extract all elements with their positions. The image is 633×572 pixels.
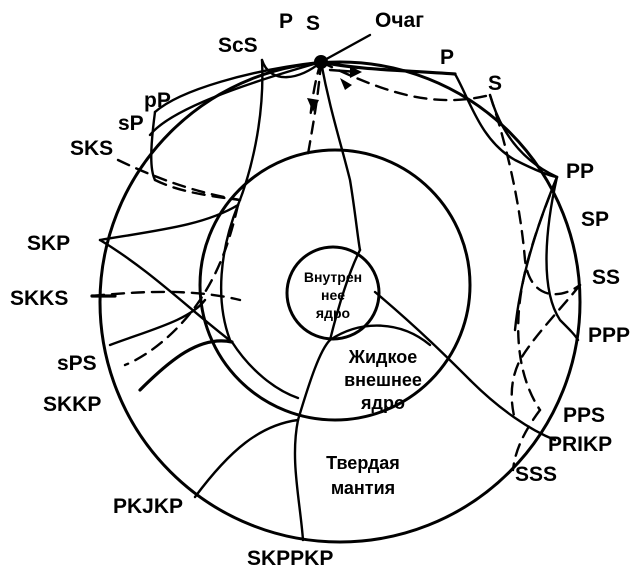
ray-SSS bbox=[511, 408, 542, 472]
ray-SP bbox=[488, 93, 559, 179]
label-SKKS: SKKS bbox=[10, 287, 68, 310]
ray-PPP bbox=[545, 175, 580, 342]
ray-P-direct bbox=[319, 60, 457, 76]
label-ScS: ScS bbox=[218, 34, 258, 57]
ray-SKP-upper bbox=[98, 203, 240, 242]
ray-SS-arc bbox=[488, 93, 582, 296]
ray-SKKS-down bbox=[123, 203, 240, 367]
ray-SKP-core bbox=[219, 203, 240, 342]
ray-SKS-surface bbox=[116, 158, 242, 202]
label-P-right: P bbox=[440, 46, 454, 69]
ray-PKJKP bbox=[193, 418, 300, 499]
ray-SP-branch bbox=[513, 175, 559, 332]
label-source: Очаг bbox=[375, 9, 424, 32]
outer-core-label-3: ядро bbox=[360, 393, 405, 413]
ray-pP bbox=[148, 60, 323, 137]
label-sPS: sPS bbox=[57, 352, 97, 375]
label-SP: SP bbox=[581, 208, 609, 231]
label-SKKP: SKKP bbox=[43, 393, 101, 416]
ray-SKS-mantle bbox=[236, 58, 264, 207]
label-PP: PP bbox=[566, 160, 594, 183]
label-SS: SS bbox=[592, 266, 620, 289]
label-PPS: PPS bbox=[563, 404, 605, 427]
ray-central-S bbox=[305, 60, 323, 162]
core-mantle-boundary bbox=[198, 148, 472, 422]
inner-core-label-1: Внутрен bbox=[304, 269, 362, 285]
ray-SKS-leg bbox=[153, 178, 242, 202]
ray-SKKP bbox=[138, 339, 234, 392]
ray-inner-to-mantle bbox=[373, 290, 472, 382]
ray-PP-arc bbox=[453, 72, 559, 179]
label-SKP: SKP bbox=[27, 232, 70, 255]
label-PRIKP: PRIKP bbox=[548, 433, 612, 456]
ray-PKJKP-mantle bbox=[296, 338, 332, 422]
ray-source-arrow-a bbox=[308, 60, 323, 122]
ray-SKKS bbox=[90, 290, 242, 302]
arrowhead-3 bbox=[307, 98, 319, 112]
label-PKJKP: PKJKP bbox=[113, 495, 183, 518]
ray-sP-reflection bbox=[153, 60, 323, 114]
outer-core-label-2: внешнее bbox=[344, 370, 422, 390]
label-SSS: SSS bbox=[515, 463, 557, 486]
ray-sP-downgoing bbox=[150, 110, 157, 182]
mantle-label-2: мантия bbox=[331, 478, 395, 498]
ray-outer-core-deep bbox=[328, 324, 432, 347]
outer-core-label-1: Жидкое bbox=[348, 347, 418, 367]
label-sP: sP bbox=[118, 112, 144, 135]
label-SKS: SKS bbox=[70, 137, 113, 160]
ray-SKKP-core bbox=[230, 340, 300, 400]
label-pP: pP bbox=[144, 89, 171, 112]
inner-core-label-3: ядро bbox=[316, 305, 350, 321]
ray-ScS bbox=[260, 58, 323, 79]
label-PPP: PPP bbox=[588, 324, 630, 347]
source-leader-line bbox=[319, 33, 372, 64]
ray-PKIKP-right bbox=[468, 378, 557, 442]
arrowhead-2 bbox=[340, 78, 352, 90]
label-P-top: P bbox=[279, 10, 293, 33]
ray-SKPPKP bbox=[293, 418, 305, 542]
earth-surface bbox=[98, 60, 582, 544]
label-S-top: S bbox=[306, 12, 320, 35]
ray-PPS bbox=[510, 283, 582, 422]
ray-SS-branch bbox=[517, 175, 559, 412]
ray-sPS bbox=[108, 298, 207, 347]
ray-inner-core bbox=[328, 248, 362, 342]
label-SKPPKP: SKPPKP bbox=[247, 547, 333, 570]
arrowhead-1 bbox=[350, 66, 362, 78]
mantle-label-1: Твердая bbox=[326, 453, 400, 473]
label-S-right: S bbox=[488, 72, 502, 95]
inner-core-label-2: нее bbox=[321, 287, 345, 303]
ray-central-P bbox=[319, 60, 362, 252]
ray-SKP-lower bbox=[98, 238, 234, 344]
